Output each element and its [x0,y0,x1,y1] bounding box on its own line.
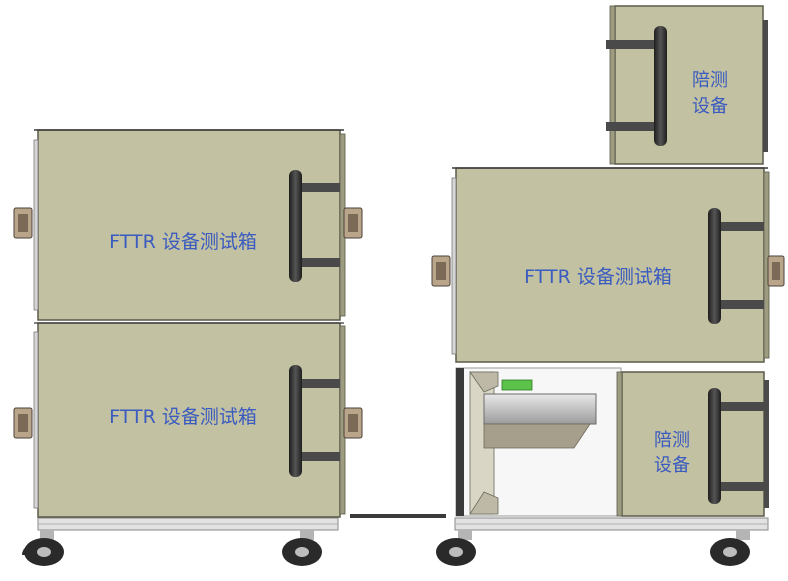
handle-icon [606,26,667,146]
tray-indicator [501,379,533,391]
right-top-box-label-line1: 陪测 [692,70,728,91]
open-rack [455,367,622,517]
right-cart: 陪测 设备 FTTR 设备测试箱 [431,5,785,566]
wheel-icon [22,530,322,566]
latch-icon [431,255,785,287]
handle-icon [289,170,340,477]
right-top-box-label-line2: 设备 [692,96,728,117]
right-main-box: FTTR 设备测试箱 [431,167,785,363]
handle-icon [708,388,764,504]
right-main-box-label: FTTR 设备测试箱 [524,266,672,288]
left-lower-box-label: FTTR 设备测试箱 [109,406,257,428]
wheel-icon [436,530,750,566]
right-bottom-box: 陪测 设备 [616,371,769,517]
right-bottom-box-label-line1: 陪测 [654,430,690,451]
right-top-box: 陪测 设备 [606,5,768,165]
connector-bar [350,514,446,518]
handle-icon [708,208,764,324]
left-cart: FTTR 设备测试箱 FTTR 设备测试箱 [13,129,363,566]
latch-icon [13,207,363,439]
device-tray [483,393,597,425]
left-upper-box-label: FTTR 设备测试箱 [109,231,257,253]
right-bottom-box-label-line2: 设备 [654,455,690,476]
